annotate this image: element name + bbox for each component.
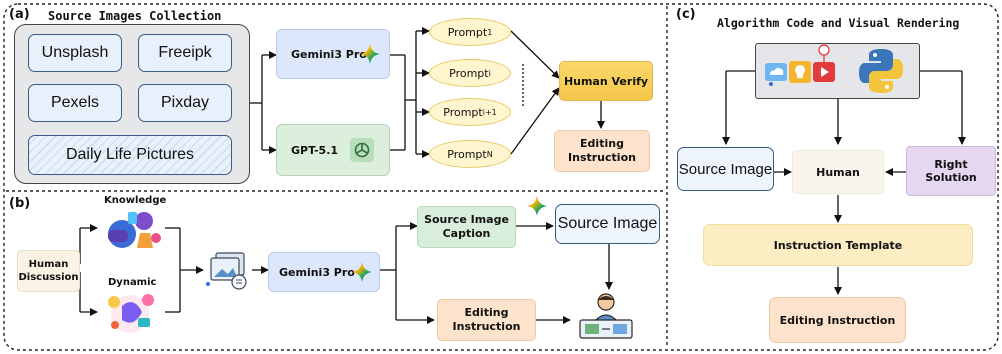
openai-knot-icon xyxy=(350,138,374,162)
editing-instruction-b: Editing Instruction xyxy=(437,299,536,341)
lightbulb-icon xyxy=(789,61,811,83)
source-pixday: Pixday xyxy=(138,84,232,122)
source-pexels: Pexels xyxy=(28,84,122,122)
dynamic-icon-cluster xyxy=(108,294,154,333)
editing-instruction-c: Editing Instruction xyxy=(769,297,906,343)
knowledge-label: Knowledge xyxy=(104,195,167,206)
gpt-label: GPT-5.1 xyxy=(291,143,339,157)
human-verify-box: Human Verify xyxy=(559,61,653,101)
instruction-template-box: Instruction Template xyxy=(703,224,973,266)
panel-b-tag: (b) xyxy=(9,196,31,211)
cloud-weather-icon xyxy=(765,63,787,86)
gemini-sparkle-icon xyxy=(352,262,372,282)
knowledge-icon-cluster xyxy=(108,212,161,248)
images-stack-icon xyxy=(206,252,247,290)
gemini-sparkle-icon xyxy=(360,44,380,64)
gemini-label-a: Gemini3 Pro xyxy=(291,47,367,61)
editing-instruction-a: Editing Instruction xyxy=(554,130,650,172)
source-image-box-c: Source Image xyxy=(677,147,774,191)
play-video-icon xyxy=(813,44,835,82)
source-daily-life-pictures: Daily Life Pictures xyxy=(28,135,232,175)
source-image-caption-box: Source Image Caption xyxy=(417,206,516,248)
panel-c-title: Algorithm Code and Visual Rendering xyxy=(717,16,960,30)
panel-a-tag: (a) xyxy=(9,7,30,22)
python-logo-icon xyxy=(859,49,903,93)
source-unsplash: Unsplash xyxy=(28,34,122,72)
right-solution-box: Right Solution xyxy=(906,146,996,196)
dynamic-label: Dynamic xyxy=(108,277,157,288)
panel-a-title: Source Images Collection xyxy=(48,9,222,23)
gemini-label-b: Gemini3 Pro xyxy=(279,265,355,279)
source-freeipk: Freeipk xyxy=(138,34,232,72)
source-image-box-b: Source Image xyxy=(555,204,660,244)
panel-c-tag: (c) xyxy=(676,7,696,22)
outer-dashed-frame xyxy=(3,3,999,351)
person-at-screen-icon xyxy=(579,293,633,339)
human-discussion-box: Human Discussion xyxy=(17,250,80,292)
human-box: Human xyxy=(792,150,884,194)
gemini-sparkle-icon xyxy=(527,196,547,216)
